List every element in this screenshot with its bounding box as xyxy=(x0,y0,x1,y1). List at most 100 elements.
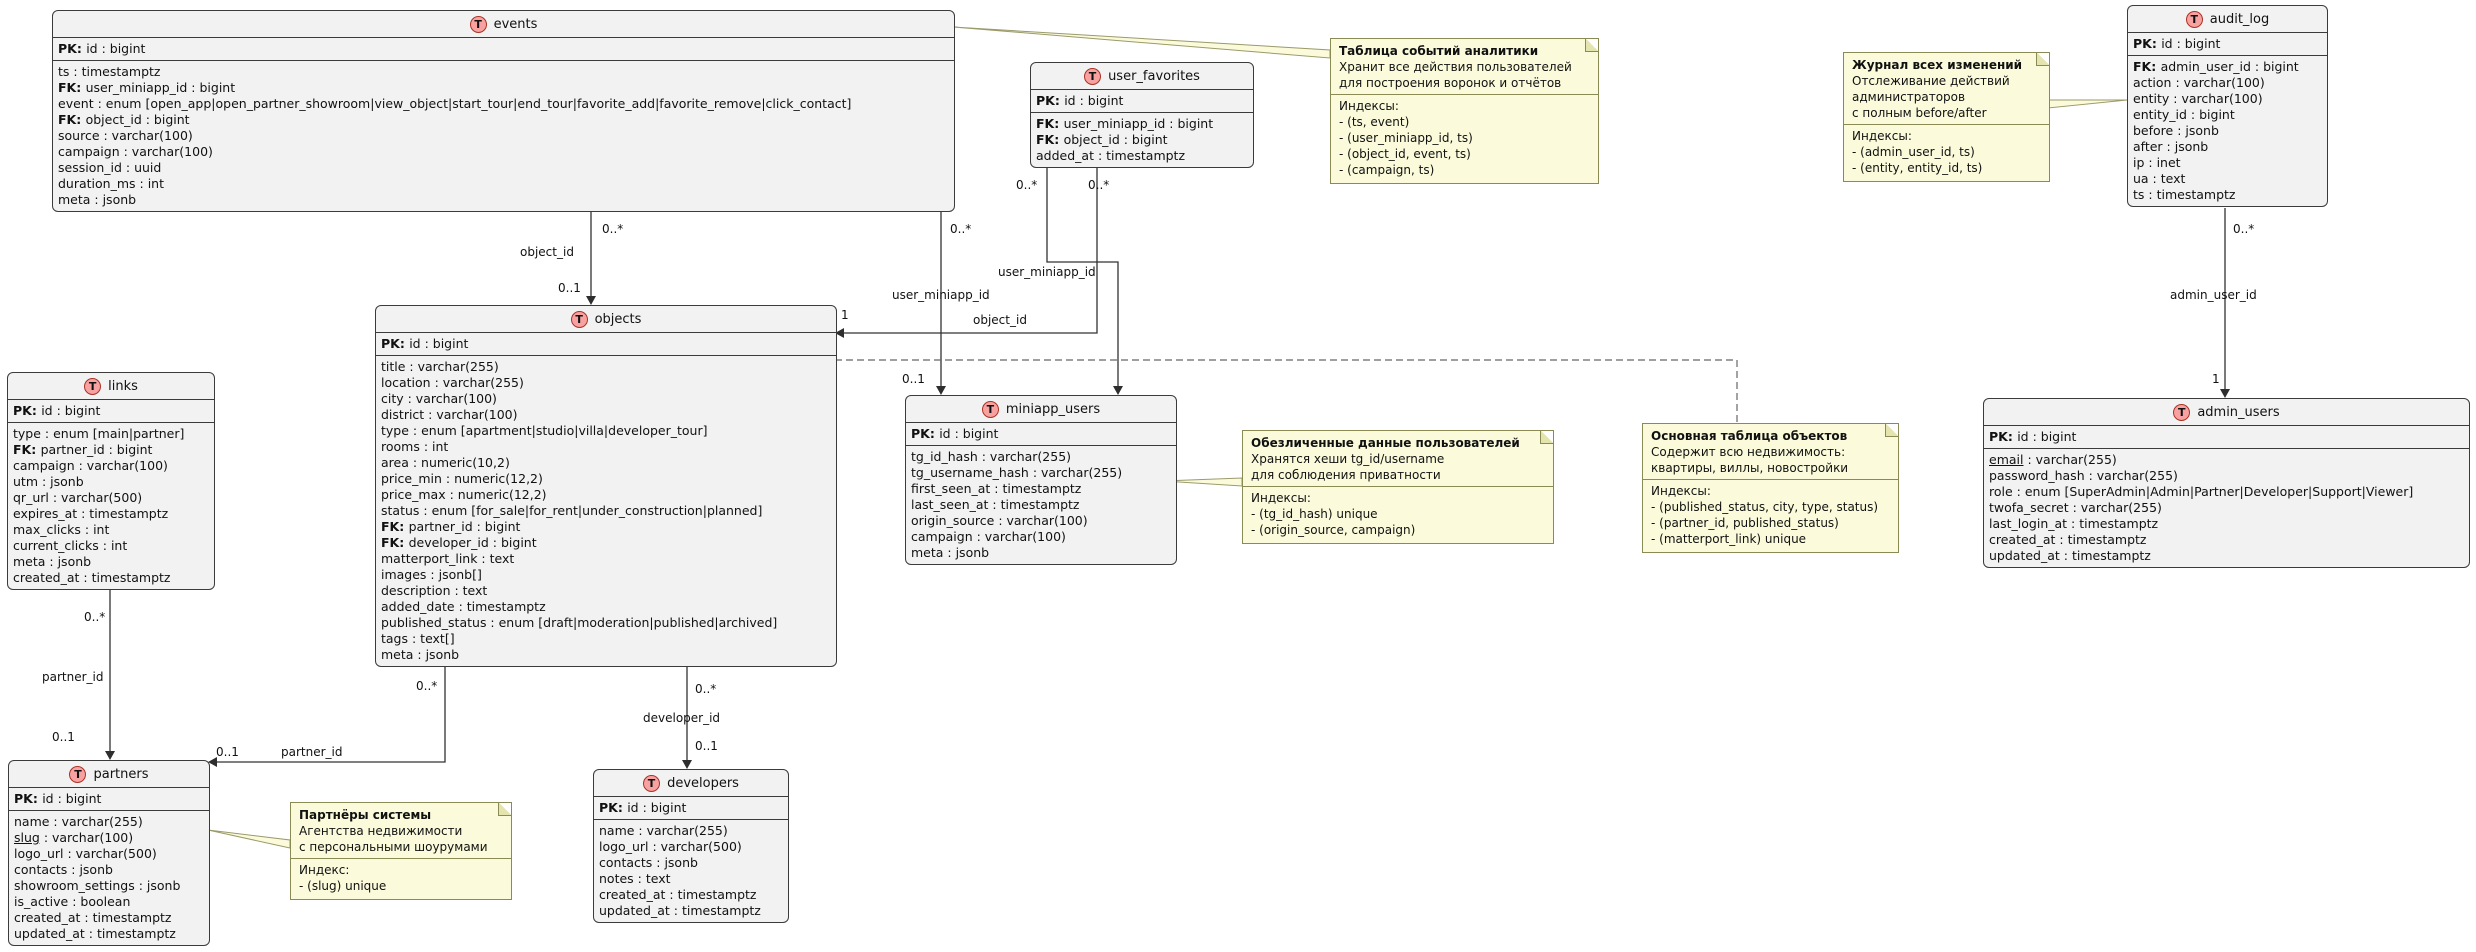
multiplicity-label: 0..1 xyxy=(558,281,581,295)
table-title: links xyxy=(108,379,138,394)
field-row: name : varchar(255) xyxy=(14,814,143,829)
field-row: title : varchar(255) xyxy=(381,359,499,374)
table-title: admin_users xyxy=(2197,405,2280,420)
note-index-line: - (ts, event) xyxy=(1339,115,1410,129)
note-indexes: Индексы:- (admin_user_id, ts)- (entity, … xyxy=(1844,124,2049,181)
field-row: campaign : varchar(100) xyxy=(13,458,168,473)
field-row: ts : timestamptz xyxy=(58,64,161,79)
table-icon: T xyxy=(84,378,102,395)
field-row: contacts : jsonb xyxy=(14,862,113,877)
table-developers: T developers PK: id : bigint name : varc… xyxy=(593,769,789,923)
field-row: entity_id : bigint xyxy=(2133,107,2235,122)
fields-compartment: name : varchar(255)slug : varchar(100)lo… xyxy=(9,811,209,945)
field-row: FK: user_miniapp_id : bigint xyxy=(58,80,236,95)
table-miniapp-users: T miniapp_users PK: id : bigint tg_id_ha… xyxy=(905,395,1177,565)
note-line: квартиры, виллы, новостройки xyxy=(1651,461,1849,475)
field-row: slug : varchar(100) xyxy=(14,830,134,845)
note-audit-journal: Журнал всех изменений Отслеживание дейст… xyxy=(1843,52,2050,182)
note-connector-partners xyxy=(207,829,291,849)
table-title: objects xyxy=(594,312,642,327)
multiplicity-label: 0..* xyxy=(1016,178,1038,192)
pk-compartment: PK: id : bigint xyxy=(1031,90,1253,113)
field-row: FK: partner_id : bigint xyxy=(381,519,521,534)
table-audit-log: T audit_log PK: id : bigint FK: admin_us… xyxy=(2127,5,2328,207)
field-row: origin_source : varchar(100) xyxy=(911,513,1088,528)
note-anonymized-users: Обезличенные данные пользователей Хранят… xyxy=(1242,430,1554,544)
note-events-analytics: Таблица событий аналитики Хранит все дей… xyxy=(1330,38,1599,184)
note-index-line: Индексы: xyxy=(1852,129,1912,143)
edge-label-object-id: object_id xyxy=(973,313,1027,327)
multiplicity-label: 0..1 xyxy=(216,745,239,759)
table-title: developers xyxy=(667,776,739,791)
table-title: partners xyxy=(93,767,149,782)
field-row: contacts : jsonb xyxy=(599,855,698,870)
note-index-line: - (origin_source, campaign) xyxy=(1251,523,1416,537)
field-row: location : varchar(255) xyxy=(381,375,524,390)
note-index-line: - (published_status, city, type, status) xyxy=(1651,500,1879,514)
field-row: first_seen_at : timestamptz xyxy=(911,481,1082,496)
note-main-objects: Основная таблица объектов Содержит всю н… xyxy=(1642,423,1899,553)
table-icon: T xyxy=(69,766,87,783)
pk-compartment: PK: id : bigint xyxy=(2128,33,2327,56)
table-partners: T partners PK: id : bigint name : varcha… xyxy=(8,760,210,946)
pk-compartment: PK: id : bigint xyxy=(53,38,954,61)
note-line: для построения воронок и отчётов xyxy=(1339,76,1562,90)
field-row: description : text xyxy=(381,583,488,598)
field-row: area : numeric(10,2) xyxy=(381,455,510,470)
note-index-line: - (campaign, ts) xyxy=(1339,163,1435,177)
field-row: matterport_link : text xyxy=(381,551,515,566)
field-row: PK: id : bigint xyxy=(14,791,102,806)
table-title: events xyxy=(493,17,538,32)
field-row: meta : jsonb xyxy=(58,192,137,207)
field-row: FK: developer_id : bigint xyxy=(381,535,537,550)
table-header: T events xyxy=(53,11,954,38)
field-row: is_active : boolean xyxy=(14,894,131,909)
note-line: для соблюдения приватности xyxy=(1251,468,1441,482)
field-row: tg_id_hash : varchar(255) xyxy=(911,449,1072,464)
multiplicity-label: 0..* xyxy=(2233,222,2255,236)
edge-label-partner-id: partner_id xyxy=(281,745,343,759)
field-row: rooms : int xyxy=(381,439,449,454)
field-row: images : jsonb[] xyxy=(381,567,482,582)
arrowhead-into-miniapp-right xyxy=(1113,386,1123,395)
table-events: T events PK: id : bigint ts : timestampt… xyxy=(52,10,955,212)
note-line: Агентства недвижимости xyxy=(299,824,463,838)
multiplicity-label: 1 xyxy=(2212,372,2220,386)
field-row: price_max : numeric(12,2) xyxy=(381,487,547,502)
note-index-line: - (user_miniapp_id, ts) xyxy=(1339,131,1473,145)
field-row: before : jsonb xyxy=(2133,123,2219,138)
table-icon: T xyxy=(643,775,661,792)
field-row: logo_url : varchar(500) xyxy=(14,846,157,861)
note-index-line: - (entity, entity_id, ts) xyxy=(1852,161,1983,175)
table-title: user_favorites xyxy=(1108,69,1200,84)
field-row: campaign : varchar(100) xyxy=(58,144,213,159)
field-row: FK: admin_user_id : bigint xyxy=(2133,59,2299,74)
note-index-line: - (slug) unique xyxy=(299,879,387,893)
note-index-line: Индексы: xyxy=(1651,484,1711,498)
note-index-line: - (partner_id, published_status) xyxy=(1651,516,1839,530)
field-row: event : enum [open_app|open_partner_show… xyxy=(58,96,852,111)
field-row: created_at : timestamptz xyxy=(1989,532,2147,547)
table-objects: T objects PK: id : bigint title : varcha… xyxy=(375,305,837,667)
field-row: PK: id : bigint xyxy=(599,800,687,815)
field-row: ts : timestamptz xyxy=(2133,187,2236,202)
table-header: T developers xyxy=(594,770,788,797)
note-index-line: Индекс: xyxy=(299,863,350,877)
table-header: T links xyxy=(8,373,214,400)
field-row: notes : text xyxy=(599,871,671,886)
field-row: FK: object_id : bigint xyxy=(1036,132,1168,147)
table-header: T objects xyxy=(376,306,836,333)
field-row: showroom_settings : jsonb xyxy=(14,878,181,893)
edge-label-user-miniapp-id: user_miniapp_id xyxy=(998,265,1096,279)
field-row: meta : jsonb xyxy=(381,647,460,662)
table-header: T user_favorites xyxy=(1031,63,1253,90)
field-row: duration_ms : int xyxy=(58,176,164,191)
edge-label-developer-id: developer_id xyxy=(643,711,721,725)
field-row: expires_at : timestamptz xyxy=(13,506,169,521)
